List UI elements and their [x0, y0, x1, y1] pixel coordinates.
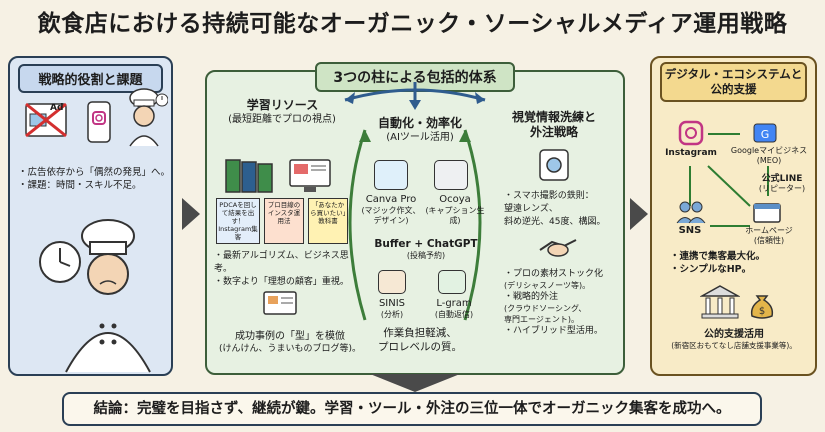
support-label: 公的支援活用 (新宿区おもてなし店舗支援事業等)。: [654, 328, 814, 351]
right-bullet-2: ・シンプルなHP。: [670, 264, 752, 275]
support-label-line1: 公的支援活用: [704, 329, 764, 340]
sinis-name: SINIS: [378, 298, 406, 309]
automation-footer-line1: 作業負担軽減、: [383, 327, 457, 339]
visual-bullets-1: ・スマホ撮影の鉄則： 望遠レンズ、 斜め逆光、45度、構図。: [504, 190, 622, 229]
visual-bullet-3: 斜め逆光、45度、構図。: [504, 217, 606, 227]
left-bullets: ・広告依存から「偶然の発見」へ。 ・課題：時間・スキル不足。: [18, 166, 170, 192]
learning-bullet-2: ・数字より「理想の顧客」重視。: [214, 277, 349, 287]
learning-footer-line1: 成功事例の「型」を模倣: [235, 331, 345, 342]
support-label-line2: (新宿区おもてなし店舗支援事業等)。: [671, 341, 797, 350]
visual-bullets-2: ・プロの素材ストック化 (デリシャスノーツ等)。 ・戦略的外注 (クラウドソーシ…: [504, 268, 622, 337]
conclusion-banner: 結論：完璧を目指さず、継続が鍵。学習・ツール・外注の三位一体でオーガニック集客を…: [62, 392, 762, 426]
lgram-icon: [438, 270, 466, 294]
sinis-desc: (分析): [380, 310, 404, 319]
learning-bullet-1: ・最新アルゴリズム、ビジネス思考。: [214, 251, 349, 274]
money-bag-icon: $: [748, 290, 776, 320]
left-bullet-1: ・広告依存から「偶然の発見」へ。: [18, 167, 171, 178]
learning-footer: 成功事例の「型」を模倣 (けんけん、うまいものブログ等)。: [210, 330, 370, 355]
homepage-label-line2: (信頼性): [753, 236, 785, 245]
books-stack-icon: [224, 158, 284, 194]
right-bullet-1: ・連携で集客最大化。: [670, 251, 766, 262]
cycle-arrows: [205, 70, 625, 375]
learning-heading: 学習リソース: [246, 98, 319, 112]
stressed-chef-icon: [122, 86, 169, 148]
camera-phone-icon: [536, 148, 572, 182]
homepage-label: ホームページ (信頼性): [738, 226, 800, 246]
learning-bullets: ・最新アルゴリズム、ビジネス思考。 ・数字より「理想の顧客」重視。: [214, 250, 364, 289]
government-building-icon: [699, 284, 741, 320]
ocoya-tool: Ocoya (キャプション生成): [420, 194, 490, 226]
right-panel: [650, 56, 817, 376]
learning-subheading: (最短距離でプロの視点): [228, 114, 336, 125]
instagram-label: Instagram: [665, 148, 717, 158]
book-card-3: 「あなたから買いたい」教科書: [308, 198, 348, 244]
automation-heading: 自動化・効率化: [377, 116, 462, 130]
template-doc-icon: [262, 290, 298, 316]
automation-footer: 作業負担軽減、 プロレベルの質。: [360, 326, 480, 354]
google-business-icon: G: [752, 118, 778, 144]
homepage-icon: [752, 202, 782, 224]
down-arrow: [370, 374, 460, 392]
sns-label: SNS: [678, 225, 702, 236]
page-title: 飲食店における持続可能なオーガニック・ソーシャルメディア運用戦略: [37, 11, 788, 37]
ecosystem-links: [650, 56, 817, 376]
phone-instagram-icon: [86, 100, 112, 144]
canva-name: Canva Pro: [365, 194, 417, 205]
visual-bullet-4: ・プロの素材ストック化: [504, 269, 604, 279]
right-banner-line1: デジタル・エコシステムと: [664, 67, 803, 81]
line-label-line2: (リピーター): [758, 184, 806, 193]
monitor-icon: [288, 158, 332, 194]
line-label: 公式LINE (リピーター): [752, 174, 812, 194]
visual-bullet-8: 専門エージェント)。: [504, 315, 579, 324]
book-card-1: PDCAを回して結果を出す！Instagram集客: [216, 198, 260, 244]
ocoya-icon: [434, 160, 468, 190]
svg-text:$: $: [759, 306, 765, 317]
visual-bullet-2: 望遠レンズ、: [504, 204, 558, 214]
sinis-icon: [378, 270, 406, 294]
visual-bullet-9: ・ハイブリッド型活用。: [504, 326, 603, 336]
right-banner-line2: 公的支援: [710, 82, 757, 96]
book-card-2: プロ目線のインスタ運用法: [264, 198, 304, 244]
canva-tool: Canva Pro (マジック作文、デザイン): [360, 194, 422, 226]
visual-bullet-1: ・スマホ撮影の鉄則：: [504, 191, 594, 201]
ad-label: Ad: [50, 103, 64, 113]
google-label-line2: (MEO): [756, 156, 782, 165]
instagram-icon: [678, 120, 704, 146]
ocoya-desc: (キャプション生成): [425, 206, 485, 225]
canva-icon: [374, 160, 408, 190]
automation-footer-line2: プロレベルの質。: [378, 341, 462, 353]
lgram-name: L-gram: [436, 298, 472, 309]
line-label-line1: 公式LINE: [761, 174, 803, 184]
left-to-center-arrow: [182, 198, 200, 230]
buffer-name: Buffer + ChatGPT: [374, 238, 478, 250]
learning-footer-line2: (けんけん、うまいものブログ等)。: [218, 344, 362, 354]
lgram-tool: L-gram (自動返信): [424, 298, 484, 320]
right-bullets: ・連携で集客最大化。 ・シンプルなHP。: [670, 250, 810, 276]
ocoya-name: Ocoya: [439, 194, 471, 205]
sinis-tool: SINIS (分析): [364, 298, 420, 320]
left-banner: 戦略的役割と課題: [18, 64, 163, 93]
crossed-ad-icon: [22, 100, 70, 140]
svg-text:G: G: [761, 128, 770, 141]
right-banner: デジタル・エコシステムと 公的支援: [660, 62, 807, 102]
visual-bullet-6: ・戦略的外注: [504, 292, 559, 302]
google-label: Googleマイビジネス (MEO): [726, 146, 812, 166]
visual-heading-line1: 視覚情報洗練と: [511, 110, 596, 124]
handshake-icon: [538, 236, 578, 262]
homepage-label-line1: ホームページ: [745, 226, 793, 235]
left-bullet-2: ・課題：時間・スキル不足。: [18, 180, 142, 191]
visual-bullet-5: (デリシャスノーツ等)。: [504, 281, 591, 290]
buffer-desc: (投稿予約): [406, 251, 446, 260]
visual-heading: 視覚情報洗練と 外注戦略: [494, 110, 614, 140]
visual-heading-line2: 外注戦略: [529, 125, 578, 139]
lgram-desc: (自動返信): [434, 310, 474, 319]
buffer-tool: Buffer + ChatGPT (投稿予約): [356, 238, 496, 261]
automation-subheading: (AIツール活用): [386, 132, 454, 143]
center-to-right-arrow: [630, 198, 648, 230]
people-icon: [676, 200, 706, 224]
google-label-line1: Googleマイビジネス: [730, 146, 808, 155]
visual-bullet-7: (クラウドソーシング、: [504, 304, 587, 313]
chef-with-clock-icon: [30, 214, 160, 374]
canva-desc: (マジック作文、デザイン): [361, 206, 421, 225]
